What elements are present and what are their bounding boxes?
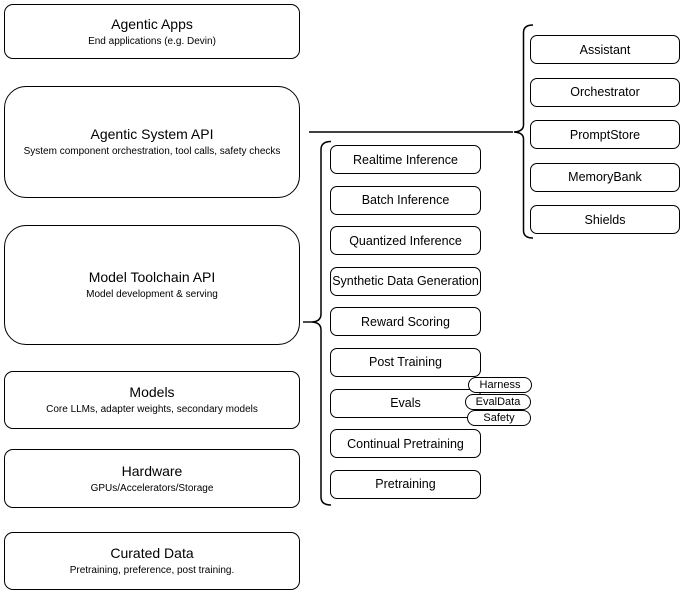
- node-orchestrator: Orchestrator: [530, 77, 680, 107]
- node-continual-pretraining: Continual Pretraining: [330, 429, 481, 459]
- node-models: Models Core LLMs, adapter weights, secon…: [4, 371, 300, 429]
- system-component-group: Assistant Orchestrator PromptStore Memor…: [530, 35, 680, 235]
- node-agentic-apps: Agentic Apps End applications (e.g. Devi…: [4, 4, 300, 59]
- node-hardware: Hardware GPUs/Accelerators/Storage: [4, 449, 300, 508]
- node-promptstore: PromptStore: [530, 120, 680, 150]
- node-subtitle: Pretraining, preference, post training.: [69, 565, 235, 576]
- node-title: Hardware: [121, 462, 183, 479]
- node-memorybank: MemoryBank: [530, 162, 680, 192]
- node-subtitle: Core LLMs, adapter weights, secondary mo…: [46, 404, 258, 415]
- toolchain-item-group: Realtime Inference Batch Inference Quant…: [330, 145, 481, 499]
- eval-tag-harness: Harness: [468, 377, 532, 393]
- node-title: Agentic System API: [90, 126, 214, 142]
- node-pretraining: Pretraining: [330, 469, 481, 499]
- node-agentic-system-api: Agentic System API System component orch…: [4, 86, 300, 198]
- node-shields: Shields: [530, 205, 680, 235]
- node-title: Agentic Apps: [111, 15, 193, 32]
- node-reward-scoring: Reward Scoring: [330, 307, 481, 337]
- node-quantized-inference: Quantized Inference: [330, 226, 481, 256]
- node-subtitle: System component orchestration, tool cal…: [23, 146, 281, 157]
- node-realtime-inference: Realtime Inference: [330, 145, 481, 174]
- eval-tag-evaldata: EvalData: [465, 394, 531, 410]
- node-title: Model Toolchain API: [88, 269, 216, 285]
- node-subtitle: End applications (e.g. Devin): [88, 35, 216, 47]
- node-post-training: Post Training: [330, 347, 481, 377]
- node-subtitle: GPUs/Accelerators/Storage: [90, 482, 214, 494]
- toolchain-brace: [311, 140, 332, 506]
- node-batch-inference: Batch Inference: [330, 185, 481, 215]
- node-title: Curated Data: [110, 545, 194, 561]
- node-evals: Evals: [330, 388, 481, 418]
- node-assistant: Assistant: [530, 35, 680, 64]
- eval-tag-safety: Safety: [467, 410, 531, 426]
- node-title: Models: [129, 384, 175, 400]
- system-api-brace: [513, 24, 534, 239]
- node-synthetic-data-generation: Synthetic Data Generation: [330, 266, 481, 296]
- node-model-toolchain-api: Model Toolchain API Model development & …: [4, 225, 300, 345]
- node-curated-data: Curated Data Pretraining, preference, po…: [4, 532, 300, 590]
- node-subtitle: Model development & serving: [86, 289, 218, 300]
